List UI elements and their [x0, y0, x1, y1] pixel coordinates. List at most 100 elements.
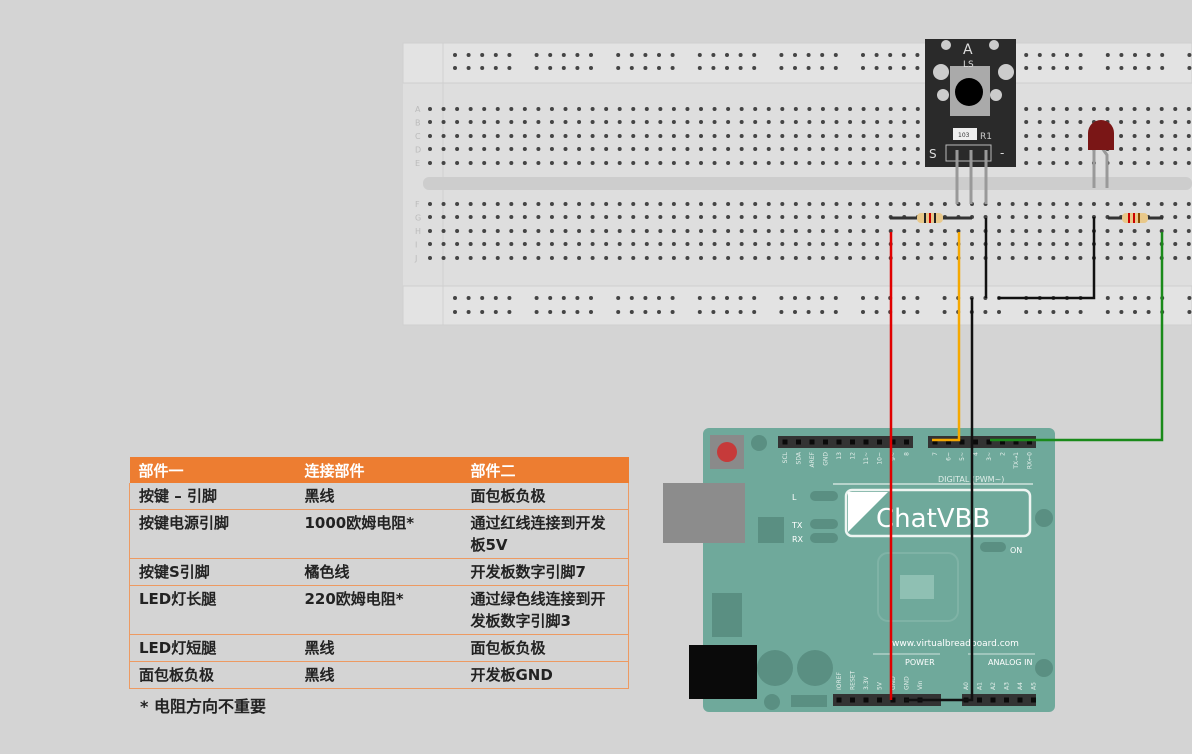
breadboard-hole	[522, 120, 527, 124]
breadboard-hole	[468, 215, 473, 219]
breadboard-hole	[536, 161, 541, 165]
breadboard-hole	[468, 229, 473, 233]
breadboard-hole	[577, 147, 582, 151]
breadboard-hole	[833, 53, 838, 57]
breadboard-hole	[561, 296, 566, 300]
breadboard-hole	[507, 66, 512, 70]
breadboard-hole	[1051, 161, 1056, 165]
breadboard-hole	[658, 256, 663, 260]
breadboard-hole	[779, 53, 784, 57]
breadboard-hole	[1119, 134, 1124, 138]
breadboard-hole	[997, 202, 1002, 206]
breadboard-hole	[725, 53, 729, 57]
breadboard-hole	[780, 134, 785, 138]
breadboard-hole	[604, 120, 609, 124]
push-button[interactable]	[955, 78, 983, 106]
header-pin	[1031, 697, 1036, 703]
pin-label: 6~	[946, 452, 953, 461]
breadboard-hole	[1146, 256, 1151, 260]
breadboard-hole	[441, 215, 446, 219]
breadboard-hole	[861, 215, 866, 219]
breadboard-hole	[536, 229, 541, 233]
breadboard-hole	[834, 202, 839, 206]
breadboard-hole	[1024, 107, 1029, 111]
table-cell: 橘色线	[295, 558, 462, 586]
breadboard-hole	[631, 229, 636, 233]
breadboard-hole	[779, 66, 784, 70]
table-cell: 黑线	[295, 661, 462, 689]
breadboard-hole	[644, 107, 649, 111]
pin-label: 4	[973, 452, 980, 456]
breadboard-hole	[522, 107, 527, 111]
breadboard-hole	[712, 134, 717, 138]
breadboard-hole	[534, 66, 539, 70]
breadboard-hole	[888, 147, 893, 151]
breadboard-hole	[604, 256, 609, 260]
breadboard-hole	[739, 242, 744, 246]
breadboard-hole	[739, 120, 744, 124]
module-top-label: A	[963, 42, 973, 58]
breadboard-hole	[875, 134, 880, 138]
breadboard-hole	[1078, 215, 1083, 219]
breadboard-hole	[1065, 53, 1069, 57]
breadboard-hole	[1133, 53, 1137, 57]
breadboard-hole	[604, 202, 609, 206]
row-label: J	[414, 254, 417, 263]
breadboard-hole	[575, 310, 580, 314]
breadboard-hole	[915, 256, 920, 260]
breadboard-hole	[590, 107, 595, 111]
breadboard-hole	[848, 147, 853, 151]
resistor-220-ohm	[1108, 213, 1163, 223]
breadboard-hole	[834, 242, 839, 246]
breadboard-hole	[1160, 53, 1165, 57]
breadboard-hole	[726, 202, 731, 206]
breadboard-hole	[1051, 147, 1056, 151]
breadboard-hole	[752, 310, 757, 314]
reset-button[interactable]	[717, 442, 737, 462]
breadboard-hole	[752, 53, 757, 57]
breadboard-hole	[1173, 215, 1178, 219]
breadboard-hole	[875, 215, 880, 219]
breadboard-hole	[861, 134, 866, 138]
breadboard-hole	[617, 107, 622, 111]
breadboard-hole	[441, 107, 446, 111]
breadboard-hole	[902, 202, 907, 206]
breadboard-hole	[482, 256, 487, 260]
breadboard-hole	[536, 215, 541, 219]
breadboard-hole	[970, 256, 974, 260]
breadboard-hole	[480, 53, 485, 57]
breadboard-hole	[1064, 202, 1069, 206]
table-row: 面包板负极黑线开发板GND	[129, 661, 629, 689]
breadboard-hole	[697, 66, 702, 70]
breadboard-hole	[793, 242, 798, 246]
breadboard-hole	[616, 66, 621, 70]
breadboard-hole	[780, 215, 785, 219]
breadboard-hole	[495, 215, 500, 219]
breadboard-hole	[1119, 107, 1124, 111]
header-pin	[836, 697, 842, 703]
breadboard-hole	[1037, 202, 1042, 206]
breadboard-hole	[1186, 107, 1191, 111]
pin-label: 5V	[877, 681, 884, 690]
breadboard-hole	[780, 161, 785, 165]
pin-label: A5	[1031, 682, 1038, 690]
breadboard-hole	[793, 147, 798, 151]
breadboard-hole	[536, 147, 541, 151]
breadboard-hole	[793, 53, 797, 57]
breadboard-hole	[589, 66, 593, 70]
breadboard-hole	[629, 296, 634, 300]
breadboard-hole	[793, 120, 798, 124]
breadboard-hole	[726, 229, 731, 233]
row-label: E	[415, 159, 420, 168]
breadboard-hole	[1037, 242, 1042, 246]
breadboard-hole	[1146, 296, 1151, 300]
breadboard-hole	[657, 296, 661, 300]
breadboard-hole	[549, 161, 554, 165]
breadboard-hole	[455, 161, 460, 165]
breadboard-hole	[780, 147, 785, 151]
resistor-1000-ohm	[890, 213, 972, 223]
breadboard-hole	[1010, 229, 1015, 233]
breadboard-hole	[455, 147, 460, 151]
breadboard-hole	[1173, 134, 1178, 138]
breadboard-hole	[902, 256, 907, 260]
